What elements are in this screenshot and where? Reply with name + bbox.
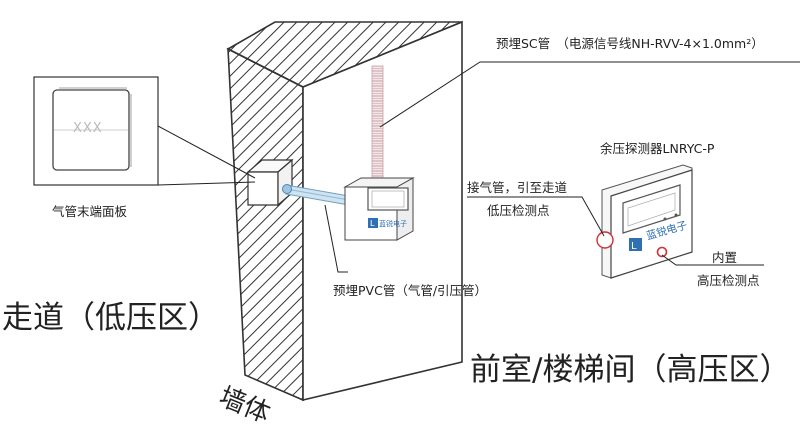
wall-brand-label: 蓝锐电子 <box>379 220 407 228</box>
end-panel-mark: XXX <box>73 121 103 136</box>
end-panel-detail <box>33 76 159 186</box>
pvc-pipe-label: 预埋PVC管（气管/引压管） <box>333 283 488 298</box>
sc-pipe-label: 预埋SC管 （电源信号线NH-RVV-4×1.0mm²） <box>496 36 764 51</box>
low-pressure-point-label: 低压检测点 <box>487 203 550 218</box>
high-pressure-point-label: 高压检测点 <box>697 273 760 288</box>
corridor-zone-label: 走道（低压区） <box>2 300 219 336</box>
detector-illustration: L <box>601 164 693 279</box>
svg-text:L: L <box>370 219 375 228</box>
low-pressure-point-marker <box>596 231 614 249</box>
wall-detector: L <box>343 177 415 241</box>
sc-pipe <box>371 65 384 185</box>
end-panel-label: 气管末端面板 <box>52 204 128 219</box>
leader-lines <box>157 61 800 273</box>
svg-text:L: L <box>631 241 637 252</box>
detector-model-label: 余压探测器LNRYC-P <box>600 141 715 156</box>
high-pressure-point-marker <box>656 246 668 258</box>
junction-box <box>246 158 294 207</box>
builtin-label: 内置 <box>712 250 738 265</box>
tap-air-pipe-label: 接气管，引至走道 <box>467 180 568 195</box>
front-room-zone-label: 前室/楼梯间（高压区） <box>470 352 791 388</box>
